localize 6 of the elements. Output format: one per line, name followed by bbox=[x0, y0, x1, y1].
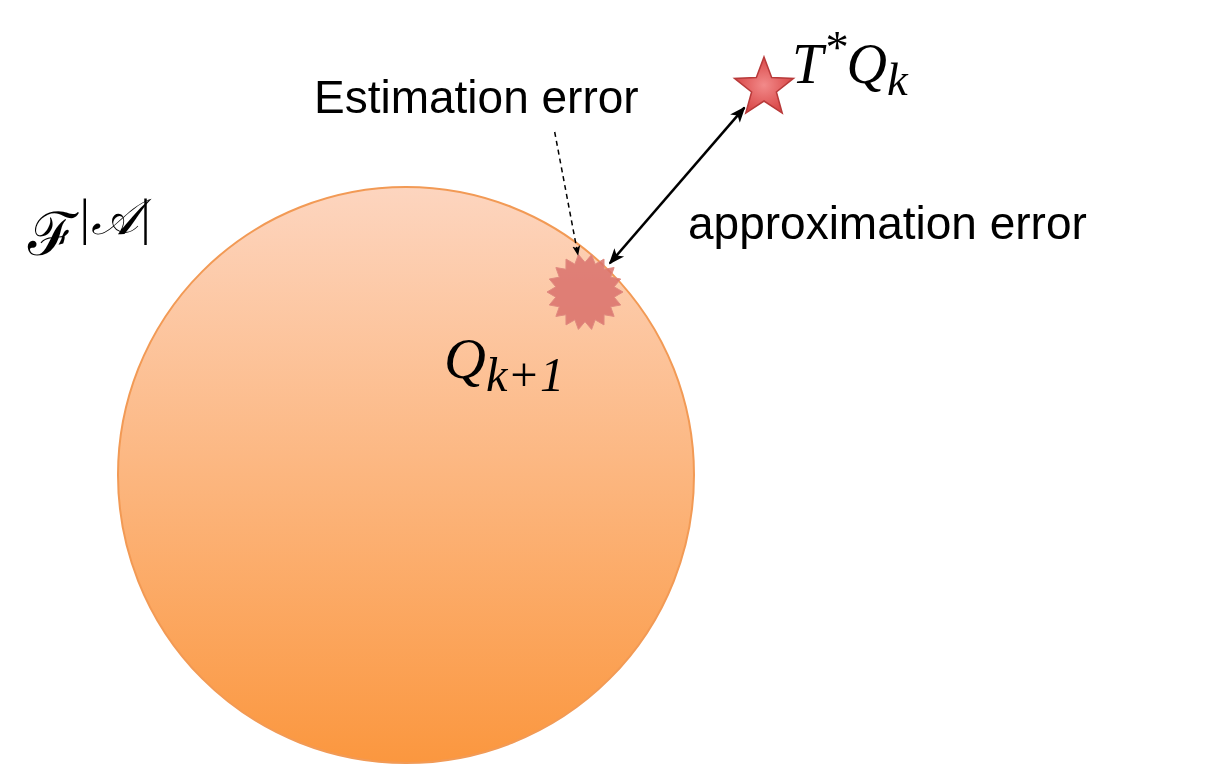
dashed-arrow bbox=[553, 131, 581, 256]
point-label: Q$_{k+1}$ bbox=[444, 330, 565, 399]
point-label: T$^{*}$Q$_{k}$ bbox=[792, 24, 908, 103]
annotation-text: Estimation error bbox=[314, 72, 639, 123]
set-label: ℱ$^{|𝒜|}$ bbox=[28, 192, 152, 265]
double-arrow bbox=[608, 106, 746, 265]
